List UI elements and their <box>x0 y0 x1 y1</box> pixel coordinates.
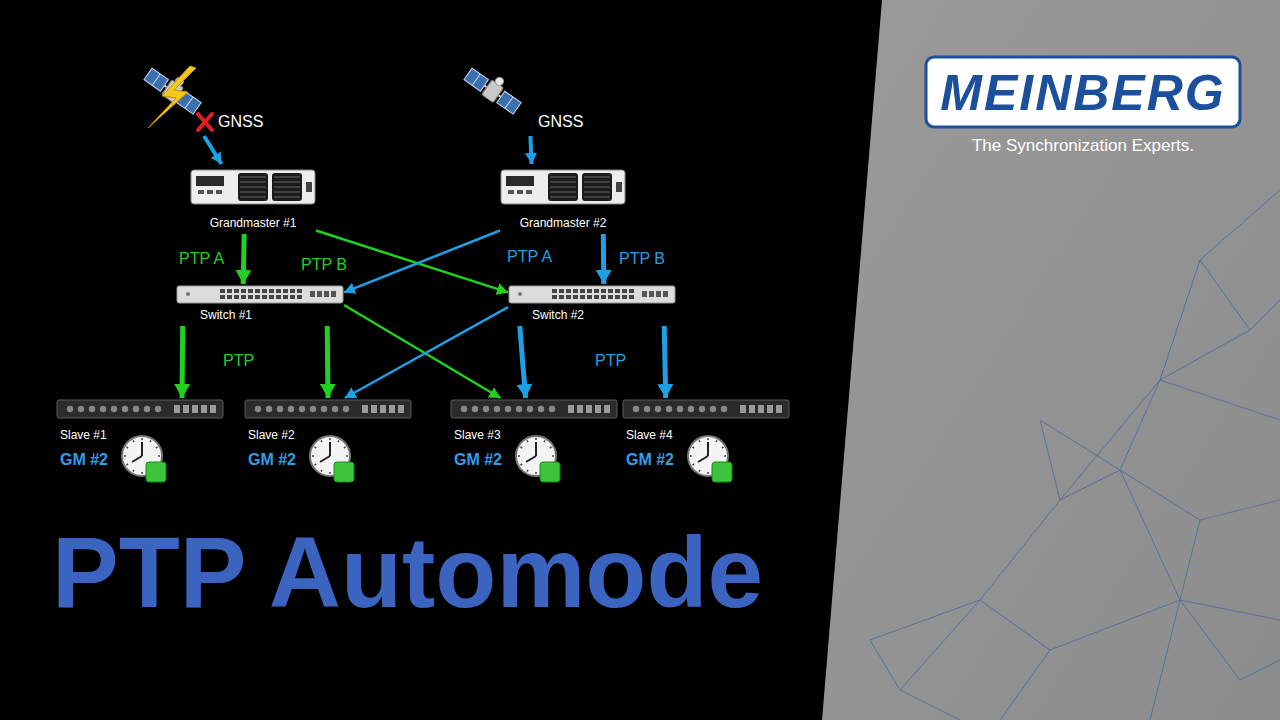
ptp-arrow <box>344 231 500 293</box>
slave-node: Slave #3 GM #2 <box>450 398 618 490</box>
node-label: Switch #2 <box>532 308 584 322</box>
grandmaster-device <box>500 164 626 210</box>
slave-device-svg <box>622 398 790 420</box>
clock-icon-svg <box>514 434 562 484</box>
grandmaster-device <box>190 164 316 210</box>
edge-label: PTP A <box>176 250 227 268</box>
clock-icon <box>514 434 562 484</box>
node-label: GNSS <box>218 112 263 131</box>
clock-icon <box>308 434 356 484</box>
ptp-arrow <box>204 136 222 164</box>
slave-device <box>622 398 790 420</box>
node-label: Slave #3 <box>454 428 501 442</box>
slave-device-svg <box>450 398 618 420</box>
grandmaster-device-svg <box>500 164 626 210</box>
node-label: Slave #1 <box>60 428 107 442</box>
node-label: Grandmaster #2 <box>500 216 626 230</box>
node-sublabel: GM #2 <box>60 450 108 469</box>
sat-node: GNSS <box>140 62 268 136</box>
grandmaster-device-svg <box>190 164 316 210</box>
logo-node: MEINBERG The Synchronization Experts. <box>924 55 1242 165</box>
node-label: Slave #2 <box>248 428 295 442</box>
slave-device <box>244 398 412 420</box>
clock-icon <box>120 434 168 484</box>
switch-device <box>508 284 676 305</box>
grey-panel <box>822 0 1280 720</box>
signal-label: PTP <box>220 352 257 370</box>
satellite-icon-svg <box>460 62 540 134</box>
slave-node: Slave #1 GM #2 <box>56 398 224 490</box>
node-label: Slave #4 <box>626 428 673 442</box>
sw-node: Switch #2 <box>508 284 676 326</box>
slave-device-svg <box>56 398 224 420</box>
gm-node: Grandmaster #1 <box>190 164 316 234</box>
slave-node: Slave #4 GM #2 <box>622 398 790 490</box>
diagram-title: PTP Automode <box>52 512 763 632</box>
ptp-arrow <box>241 234 247 284</box>
ptp-arrow <box>520 326 526 398</box>
clock-icon <box>686 434 734 484</box>
ptp-arrow <box>601 234 606 284</box>
clock-icon-svg <box>686 434 734 484</box>
slave-device-svg <box>244 398 412 420</box>
slave-device <box>56 398 224 420</box>
node-sublabel: GM #2 <box>454 450 502 469</box>
node-label: MEINBERG <box>924 63 1242 123</box>
slave-node: Slave #2 GM #2 <box>244 398 412 490</box>
satellite-icon <box>140 62 220 134</box>
node-label: Switch #1 <box>200 308 252 322</box>
node-sublabel: GM #2 <box>626 450 674 469</box>
edge-label: PTP B <box>616 250 668 268</box>
gm-node: Grandmaster #2 <box>500 164 626 234</box>
clock-icon-svg <box>120 434 168 484</box>
satellite-icon-svg <box>140 62 220 134</box>
node-sublabel: GM #2 <box>248 450 296 469</box>
slave-device <box>450 398 618 420</box>
mesh-decoration <box>870 190 1280 720</box>
switch-device-svg <box>176 284 344 305</box>
sw-node: Switch #1 <box>176 284 344 326</box>
ptp-arrow <box>664 326 665 398</box>
ptp-arrow <box>530 136 531 164</box>
node-label: GNSS <box>538 112 583 131</box>
edge-label: PTP B <box>298 256 350 274</box>
node-sublabel: The Synchronization Experts. <box>924 136 1242 156</box>
edge-label: PTP A <box>504 248 555 266</box>
clock-icon-svg <box>308 434 356 484</box>
switch-device <box>176 284 344 305</box>
ptp-arrow <box>325 326 331 398</box>
sat-node: GNSS <box>460 62 588 136</box>
satellite-icon <box>460 62 540 134</box>
ptp-arrow <box>180 326 186 398</box>
node-label: Grandmaster #1 <box>190 216 316 230</box>
signal-label: PTP <box>592 352 629 370</box>
switch-device-svg <box>508 284 676 305</box>
ptp-arrow <box>345 307 508 398</box>
